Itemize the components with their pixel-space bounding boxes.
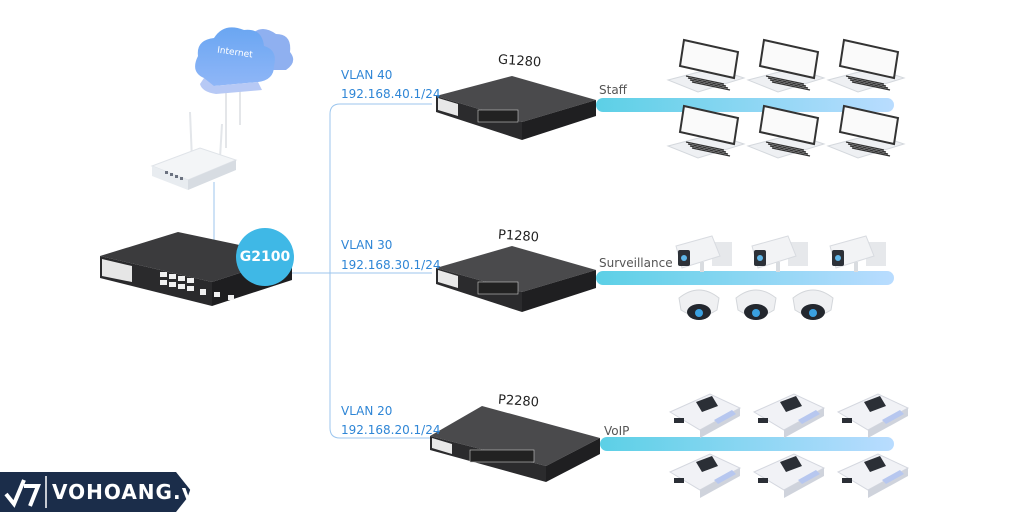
ip-phone-icon: [752, 453, 826, 498]
vlan-trunk: [329, 103, 432, 439]
ip-phone-icon: [668, 393, 742, 438]
staff-devices: [666, 38, 906, 159]
camera-icon: [675, 235, 732, 272]
staff-bus: [596, 98, 894, 112]
laptop-icon: [746, 38, 826, 93]
vlan-40-subnet: 192.168.40.1/24: [341, 87, 441, 101]
ip-phone-icon: [668, 453, 742, 498]
laptop-icon: [826, 38, 906, 93]
dome-camera-icon: [792, 289, 834, 320]
switch-p2280-icon: [430, 406, 600, 482]
vohoang-logo: [0, 472, 192, 512]
switch-p1280-label: P1280: [497, 227, 540, 246]
camera-icon: [751, 235, 808, 272]
watermark-text: VOHOANG.vn: [52, 480, 211, 504]
switch-p2280-label: P2280: [497, 392, 540, 411]
dome-camera-icon: [735, 289, 777, 320]
switch-p1280-icon: [436, 246, 596, 312]
vlan-30-subnet: 192.168.30.1/24: [341, 258, 441, 272]
dome-camera-icon: [678, 289, 720, 320]
internet-cloud-icon: [195, 27, 294, 94]
staff-label: Staff: [599, 83, 627, 97]
voip-label: VoIP: [604, 424, 630, 438]
voip-devices: [668, 393, 910, 498]
core-switch-badge: G2100: [236, 228, 294, 286]
ip-phone-icon: [836, 453, 910, 498]
camera-icon: [829, 235, 886, 272]
laptop-icon: [826, 104, 906, 159]
ip-phone-icon: [836, 393, 910, 438]
vlan-20-subnet: 192.168.20.1/24: [341, 423, 441, 437]
switch-g1280-icon: [436, 76, 596, 140]
laptop-icon: [746, 104, 826, 159]
vlan-20-label: VLAN 20: [341, 404, 393, 418]
surveillance-label: Surveillance: [599, 256, 673, 270]
vlan-40-label: VLAN 40: [341, 68, 393, 82]
router-icon: [150, 111, 238, 190]
laptop-icon: [666, 38, 746, 93]
surveillance-bus: [596, 271, 894, 285]
surveillance-devices: [675, 235, 886, 320]
laptop-icon: [666, 104, 746, 159]
switch-g1280-label: G1280: [497, 52, 542, 71]
vlan-30-label: VLAN 30: [341, 238, 393, 252]
voip-bus: [600, 437, 894, 451]
vohoang-mark-icon: [4, 479, 41, 508]
ip-phone-icon: [752, 393, 826, 438]
